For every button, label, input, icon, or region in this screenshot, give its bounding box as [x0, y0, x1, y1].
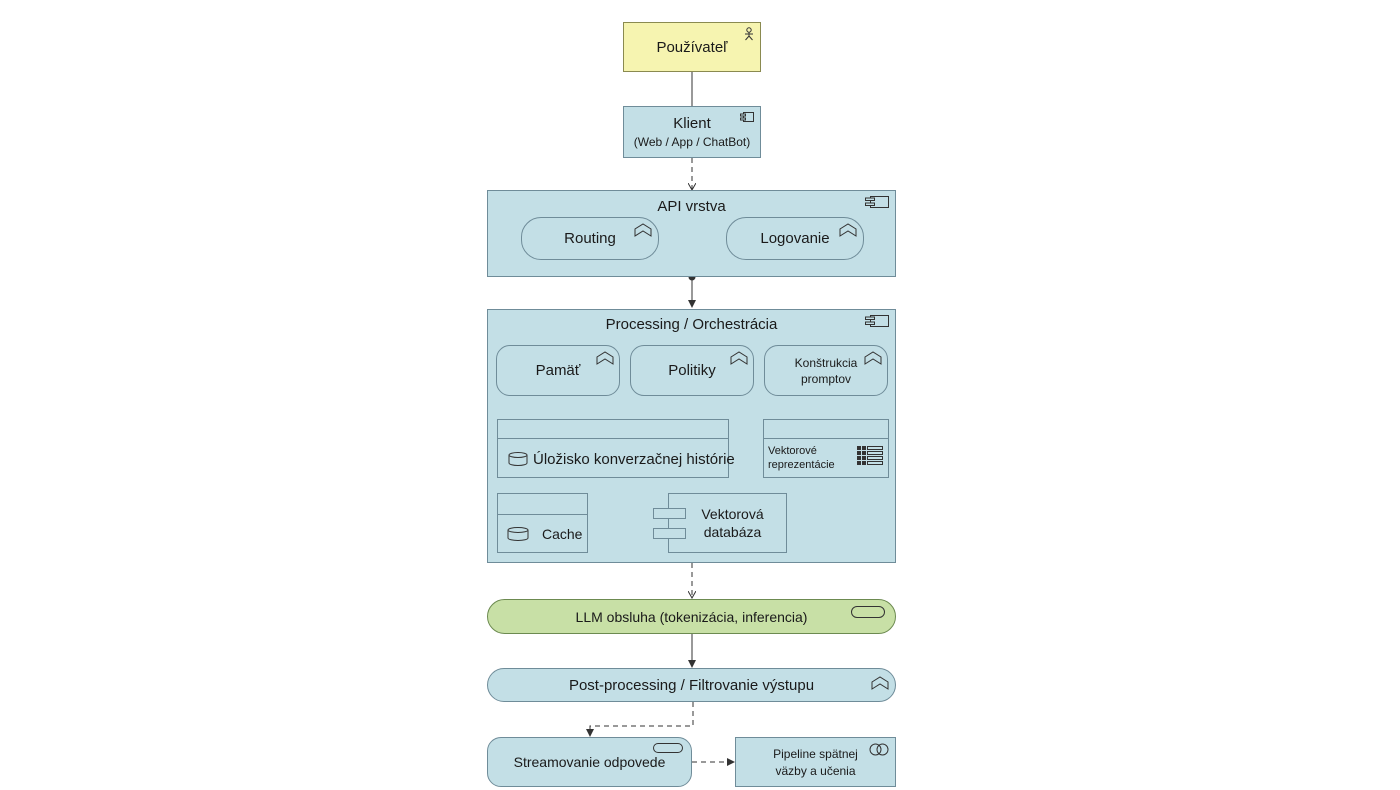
cache-label: Cache [542, 526, 583, 542]
service-icon [634, 223, 652, 237]
policies-label: Politiky [668, 362, 716, 379]
service-icon [839, 223, 857, 237]
actor-icon [745, 27, 753, 41]
vectors-label-line1: Vektorové [768, 445, 817, 457]
routing-label: Routing [564, 230, 616, 247]
service-icon [864, 351, 882, 365]
memory-label: Pamäť [535, 362, 581, 379]
service-icon [596, 351, 614, 365]
logging-service: Logovanie [726, 217, 864, 260]
vectors-label-line2: reprezentácie [768, 459, 835, 471]
api-layer: API vrstva Routing Logovanie [487, 190, 896, 277]
vector-database: Vektorová databáza [668, 493, 787, 553]
vectordb-port-top [653, 508, 686, 519]
feedback-label-line2: väzby a učenia [775, 763, 856, 778]
vector-representations: Vektorové reprezentácie [763, 419, 889, 478]
node-icon [851, 606, 885, 618]
vectordb-port-bottom [653, 528, 686, 539]
postprocessing-service: Post-processing / Filtrovanie výstupu [487, 668, 896, 702]
prompt-construction-service: Konštrukcia promptov [764, 345, 888, 396]
llm-serving-node: LLM obsluha (tokenizácia, inferencia) [487, 599, 896, 634]
client-component: Klient (Web / App / ChatBot) [623, 106, 761, 158]
logging-label: Logovanie [760, 230, 830, 247]
policies-service: Politiky [630, 345, 754, 396]
component-icon [865, 315, 889, 327]
post-streaming-link [586, 702, 694, 737]
history-store-label: Úložisko konverzačnej histórie [533, 451, 735, 468]
streaming-label: Streamovanie odpovede [513, 754, 666, 770]
llm-label: LLM obsluha (tokenizácia, inferencia) [575, 608, 808, 625]
component-icon [740, 112, 754, 122]
memory-service: Pamäť [496, 345, 620, 396]
processing-title: Processing / Orchestrácia [605, 316, 778, 333]
service-icon [871, 676, 889, 690]
prompt-label-line1: Konštrukcia [794, 355, 858, 370]
service-icon [730, 351, 748, 365]
cache-store: Cache [497, 493, 588, 553]
user-actor: Používateľ [623, 22, 761, 72]
database-icon [508, 452, 528, 466]
collaboration-icon [869, 743, 889, 756]
client-subtitle: (Web / App / ChatBot) [633, 135, 751, 149]
database-icon [507, 527, 529, 541]
prompt-label-line2: promptov [800, 371, 852, 386]
postprocessing-label: Post-processing / Filtrovanie výstupu [568, 676, 815, 694]
feedback-label-line1: Pipeline spätnej [773, 746, 858, 761]
routing-service: Routing [521, 217, 659, 260]
data-table-icon [857, 446, 883, 465]
streaming-node: Streamovanie odpovede [487, 737, 692, 787]
client-title: Klient [673, 115, 711, 132]
user-label: Používateľ [656, 38, 728, 56]
history-store: Úložisko konverzačnej histórie [497, 419, 735, 478]
api-title: API vrstva [657, 198, 726, 215]
feedback-pipeline: Pipeline spätnej väzby a učenia [735, 737, 896, 787]
vectordb-label-line2: databáza [703, 524, 762, 540]
component-icon [865, 196, 889, 208]
vectordb-label-line1: Vektorová [701, 506, 764, 522]
node-icon [653, 743, 683, 753]
